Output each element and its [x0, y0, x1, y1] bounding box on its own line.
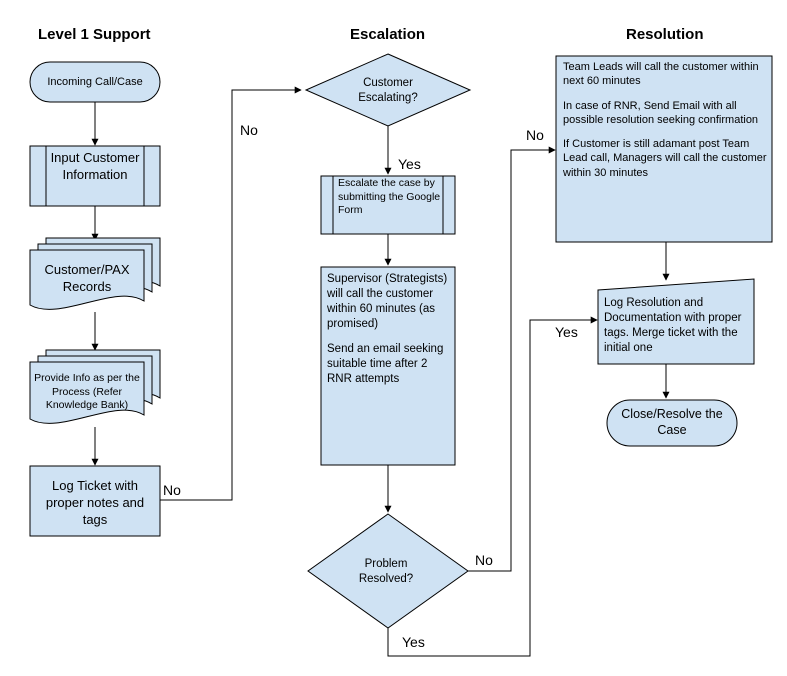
edge-label-resolved-yes: Yes: [402, 634, 425, 650]
provide-info-text: Provide Info as per the Process (Refer K…: [34, 372, 140, 412]
edge-label-resolved-no: No: [475, 552, 493, 568]
input-info-text: Input Customer Information: [50, 150, 140, 182]
pax-records-text: Customer/PAX Records: [44, 262, 130, 294]
supervisor-email-paragraph: Send an email seeking suitable time afte…: [327, 342, 444, 385]
log-resolution-text: Log Resolution and Documentation with pr…: [604, 297, 742, 354]
log-resolution-manual-input: [597, 278, 755, 365]
pax-records-multidocument: [29, 237, 161, 310]
team-leads-paragraph-3: If Customer is still adamant post Team L…: [563, 138, 767, 179]
escalate-form-process: [320, 175, 456, 235]
supervisor-text: Supervisor (Strategists) will call the c…: [327, 272, 451, 387]
close-case-text: Close/Resolve the Case: [621, 407, 723, 438]
header-escalation: Escalation: [350, 26, 426, 43]
escalate-form-text: Escalate the case by submitting the Goog…: [338, 177, 441, 217]
supervisor-call-paragraph: Supervisor (Strategists) will call the c…: [327, 273, 448, 330]
close-case-terminator: [606, 399, 738, 447]
connector-log-to-escalating: [160, 86, 302, 501]
header-level1-support: Level 1 Support: [38, 26, 151, 43]
edge-label-logres-yes: Yes: [555, 324, 578, 340]
provide-info-multidocument: [29, 349, 161, 424]
connector-resolved-no: [468, 146, 556, 572]
connector-resolved-yes: [387, 316, 598, 657]
customer-escalating-text: Customer Escalating?: [358, 77, 418, 104]
team-leads-paragraph-1: Team Leads will call the customer within…: [563, 61, 759, 88]
edge-label-teamleads-no: No: [526, 127, 544, 143]
log-ticket-box: [29, 465, 161, 537]
supervisor-box: [320, 266, 456, 466]
edge-label-escalating-yes: Yes: [398, 156, 421, 172]
log-ticket-text: Log Ticket with proper notes and tags: [45, 478, 145, 527]
input-info-process: [29, 145, 161, 207]
team-leads-box: [555, 55, 773, 243]
edge-label-log-no: No: [163, 482, 181, 498]
team-leads-text: Team Leads will call the customer within…: [563, 60, 769, 180]
incoming-call-text: Incoming Call/Case: [47, 76, 143, 88]
edge-label-escalating-no: No: [240, 122, 258, 138]
header-resolution: Resolution: [626, 26, 704, 43]
problem-resolved-text: Problem Resolved?: [358, 558, 414, 585]
team-leads-paragraph-2: In case of RNR, Send Email with all poss…: [563, 99, 759, 126]
